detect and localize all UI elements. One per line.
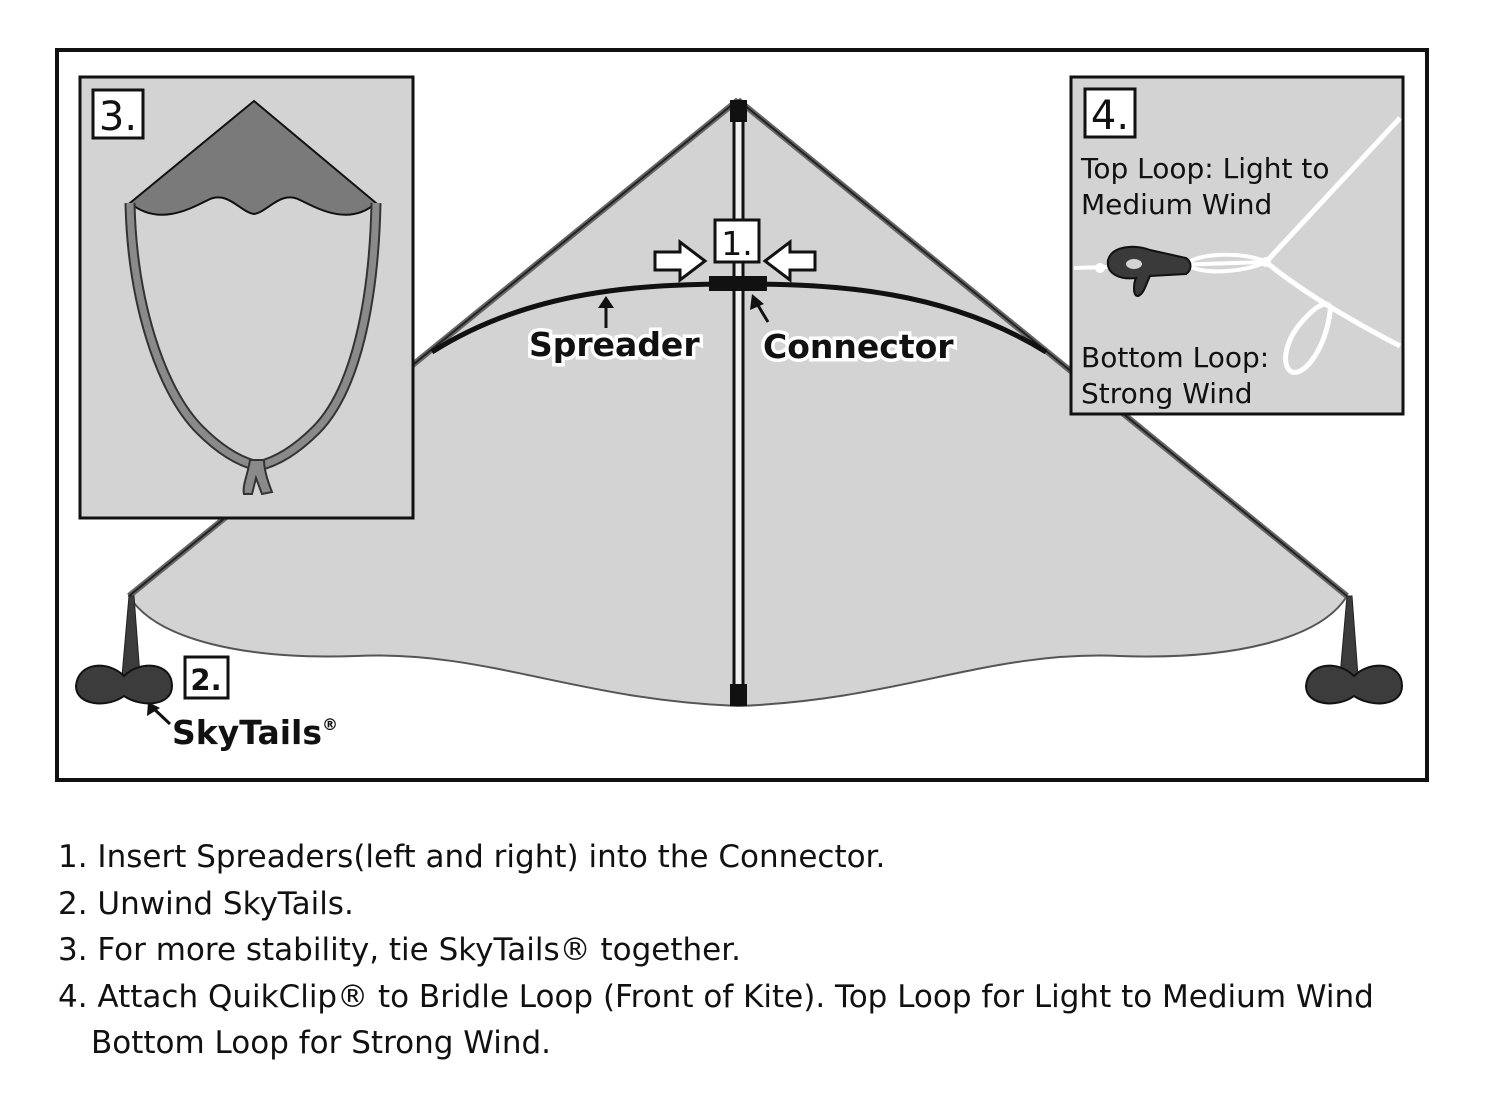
insert-arrow-left-icon [653,238,708,284]
step3-badge-text: 3. [99,94,137,140]
spreader-pointer-arrow-icon [598,296,614,308]
kite-spine [732,102,745,706]
step1-badge-text: 1. [721,224,753,263]
connector-pointer-arrow-icon [750,294,764,310]
panel3-tail-knot [242,459,274,496]
instruction-4-continued: Bottom Loop for Strong Wind. [91,1025,552,1061]
spine-bottom-cap [730,684,747,706]
instruction-1: 1. Insert Spreaders(left and right) into… [58,839,886,875]
assembly-instructions: 1. Insert Spreaders(left and right) into… [58,834,1458,1067]
step1-badge [713,218,761,264]
spine-top-cap [730,100,747,122]
insert-arrow-right-icon [762,238,817,284]
instruction-4: 4. Attach QuikClip® to Bridle Loop (Fron… [58,978,1374,1015]
skytails-label: SkyTails® [172,713,338,752]
bridle-upper-line [1264,116,1402,264]
bottom-loop [1283,301,1333,375]
panel3-kite-top [128,99,378,216]
connector-part [709,276,767,291]
left-skytail-bundle [74,664,174,705]
step2-badge-text: 2. [190,663,221,697]
skytails-pointer-arrow-icon [147,702,160,716]
kite-assembly-diagram: 1. Spreader Connector 2. SkyTails® 3. 4. [55,48,1429,782]
spreader-label: Spreader [529,325,700,364]
step2-badge [183,655,230,700]
step3-badge [91,88,145,140]
step4-badge-text: 4. [1091,93,1129,139]
instruction-3: 3. For more stability, tie SkyTails® tog… [58,932,741,968]
right-skytail-bundle [1304,664,1404,705]
skytails-pointer-line [151,706,172,726]
step4-badge [1083,87,1137,139]
instruction-2: 2. Unwind SkyTails. [58,885,354,922]
quikclip-icon [1106,245,1192,298]
connector-label: Connector [763,327,954,366]
